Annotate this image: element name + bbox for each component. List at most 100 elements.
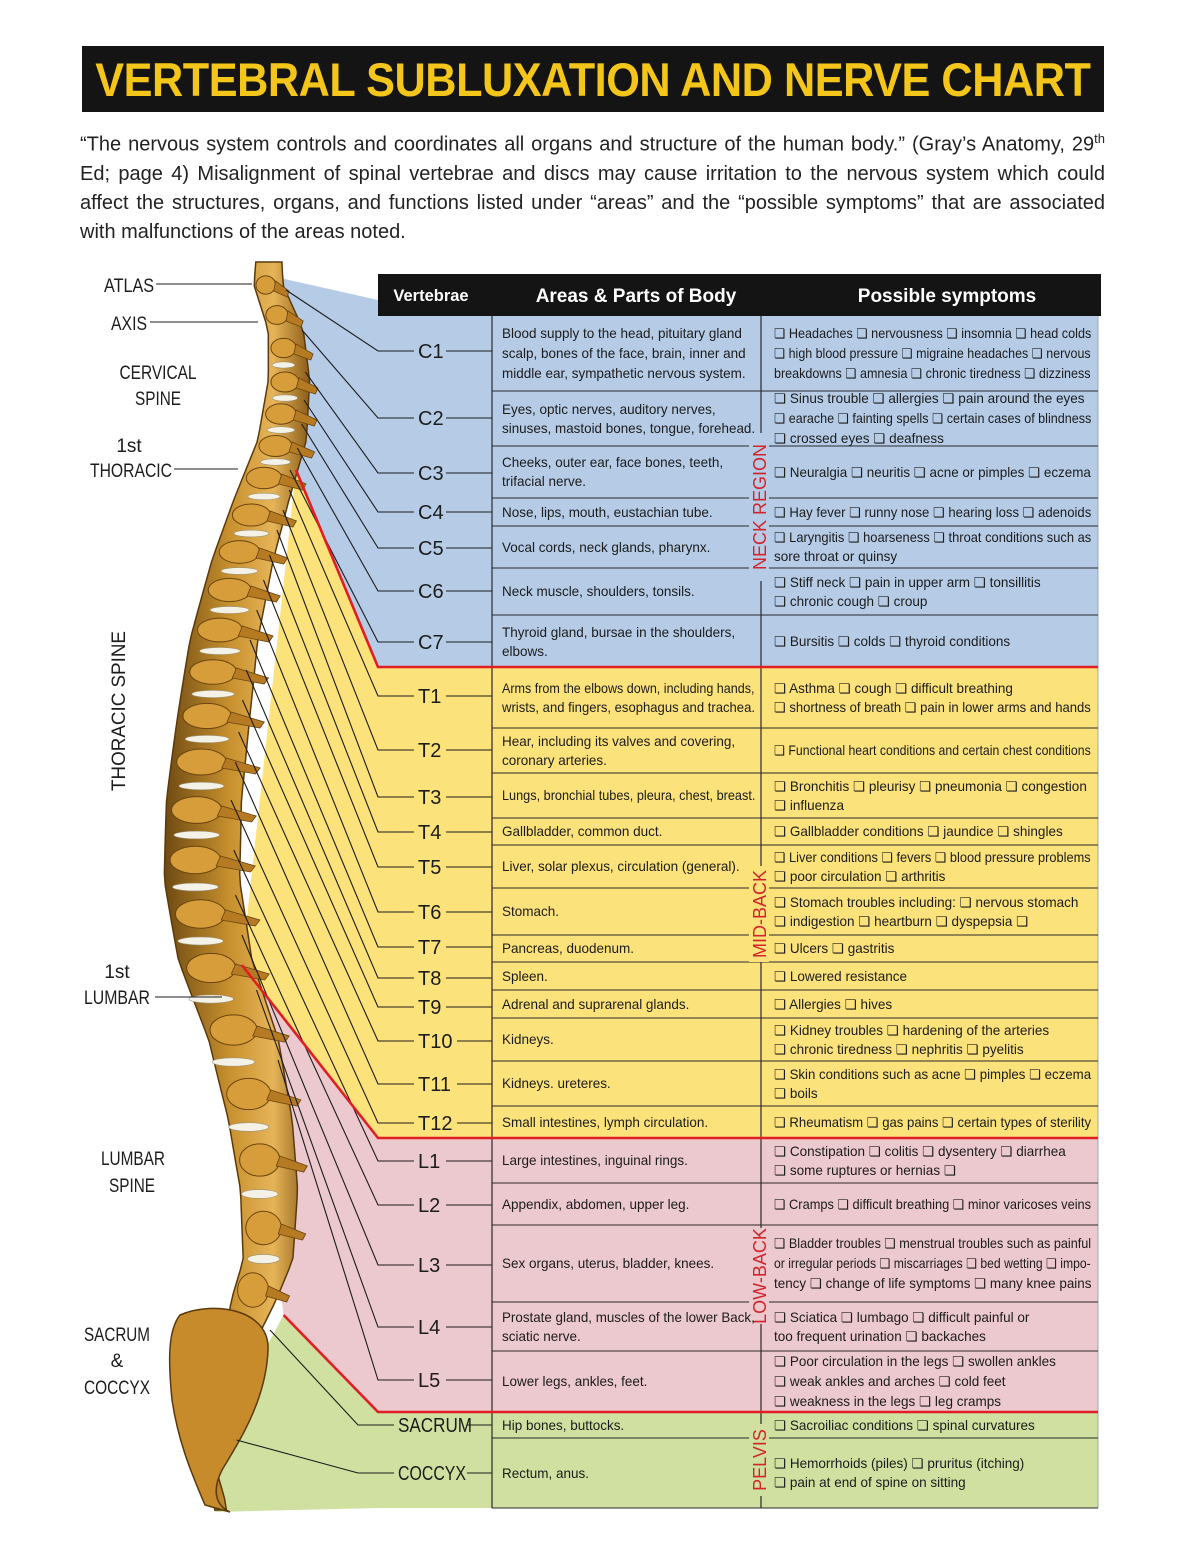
areas-cell-t3: Lungs, bronchial tubes, pleura, chest, b… [502,773,757,818]
symptom-line: ❏ Constipation ❏ colitis ❏ dysentery ❏ d… [774,1143,1066,1159]
leader-line [269,1329,394,1426]
symptom-line: ❏ chronic tiredness ❏ nephritis ❏ pyelit… [774,1041,1024,1057]
spinous-process [220,909,261,927]
area-line: middle ear, sympathetic nervous system. [502,365,746,381]
symptoms-cell-t2: ❏ Functional heart conditions and certai… [774,728,1093,773]
leader-line [301,329,414,419]
leader-line [234,894,414,1206]
symptom-line: ❏ Headaches ❏ nervousness ❏ insomnia ❏ h… [774,325,1092,341]
leader-line [249,639,414,948]
areas-cell-t6: Stomach. [502,888,757,935]
leader-line [236,1439,394,1474]
leader-line [241,699,414,1008]
area-line: Arms from the elbows down, including han… [502,681,755,696]
symptoms-cell-coccyx: ❏ Hemorrhoids (piles) ❏ pruritus (itchin… [774,1438,1093,1508]
vertebra-body [270,371,300,393]
area-line: Kidneys. [502,1032,554,1047]
area-line: Rectum, anus. [502,1465,589,1481]
symptom-line: tency ❏ change of life symptoms ❏ many k… [774,1275,1092,1291]
label-cervical-1: CERVICAL [120,363,197,384]
vertebra-label-l4: L4 [418,1317,440,1339]
sacrum-bone [168,1307,269,1513]
area-line: sinuses, mastoid bones, tongue, forehead… [502,420,756,436]
symptom-line: ❏ shortness of breath ❏ pain in lower ar… [774,700,1091,715]
label-sacrum: SACRUM [84,1325,150,1346]
vertebra-body [265,305,289,325]
vertebra-label-c2: C2 [418,408,444,430]
spinous-process [252,1025,290,1043]
leader-line [255,989,414,1328]
area-line: scalp, bones of the face, brain, inner a… [502,345,746,361]
spinous-process [293,343,314,361]
region-divider [282,1314,1098,1414]
symptoms-cell-c3: ❏ Neuralgia ❏ neuritis ❏ acne or pimples… [774,446,1093,498]
vertebra-body [171,796,223,824]
vertebra-label-l3: L3 [418,1255,440,1277]
symptom-line: ❏ Poor circulation in the legs ❏ swollen… [774,1353,1056,1369]
symptom-line: ❏ Bladder troubles ❏ menstrual troubles … [774,1235,1092,1251]
spinous-process [246,585,281,603]
vertebra-label-t7: T7 [418,937,441,959]
region-divider [240,964,1098,1140]
areas-cell-coccyx: Rectum, anus. [502,1438,757,1508]
symptom-line: ❏ Functional heart conditions and certai… [774,743,1091,758]
symptoms-cell-t11: ❏ Skin conditions such as acne ❏ pimples… [774,1061,1093,1106]
area-line: Stomach. [502,904,559,919]
symptom-line: ❏ high blood pressure ❏ migraine headach… [774,345,1091,361]
symptom-line: ❏ weak ankles and arches ❏ cold feet [774,1373,1006,1389]
symptom-line: ❏ Kidney troubles ❏ hardening of the art… [774,1022,1050,1038]
symptom-line: ❏ Liver conditions ❏ fevers ❏ blood pres… [774,849,1091,865]
intervertebral-disc [271,394,298,402]
title-bar: VERTEBRAL SUBLUXATION AND NERVE CHART [82,46,1104,112]
mid-back-region-bg [241,470,1098,1138]
area-line: Gallbladder, common duct. [502,824,663,839]
symptom-line: ❏ pain at end of spine on sitting [774,1475,966,1490]
vertebra-body [176,748,227,776]
symptom-line: ❏ poor circulation ❏ arthritis [774,868,946,884]
leader-line [288,489,414,697]
label-thoracic-spine: THORACIC SPINE [109,631,130,791]
leader-line [268,554,414,833]
symptom-line: ❏ Sciatica ❏ lumbago ❏ difficult painful… [774,1309,1030,1325]
spinous-process [288,441,316,459]
region-label-neck: NECK REGION [750,444,770,570]
leader-line [233,849,414,1162]
intervertebral-disc [173,830,220,840]
leader-line [262,579,414,868]
symptom-line: ❏ Allergies ❏ hives [774,996,893,1012]
spinous-process [265,1285,291,1303]
symptom-line: ❏ Asthma ❏ cough ❏ difficult breathing [774,681,1013,696]
symptom-line: ❏ crossed eyes ❏ deafness [774,430,944,446]
area-line: Thyroid gland, bursae in the shoulders, [502,624,736,640]
label-axis: AXIS [111,314,147,335]
symptom-line: sore throat or quinsy [774,549,898,564]
intervertebral-disc [266,426,296,434]
symptoms-cell-c5: ❏ Laryngitis ❏ hoarseness ❏ throat condi… [774,526,1093,568]
spinous-process [215,855,256,873]
area-line: Sex organs, uterus, bladder, knees. [502,1256,715,1271]
symptoms-cell-sacrum: ❏ Sacroiliac conditions ❏ spinal curvatu… [774,1412,1093,1438]
area-line: Lower legs, ankles, feet. [502,1374,648,1389]
intervertebral-disc [247,1254,281,1264]
symptom-line: ❏ Neuralgia ❏ neuritis ❏ acne or pimples… [774,464,1091,480]
intro-text-1: “The nervous system controls and coordin… [80,133,1095,156]
symptoms-cell-c4: ❏ Hay fever ❏ runny nose ❏ hearing loss … [774,498,1093,526]
header-areas: Areas & Parts of Body [536,286,737,307]
label-lumbar1-2: LUMBAR [84,988,150,1009]
label-cervical-2: SPINE [135,389,181,410]
area-line: Hear, including its valves and covering, [502,733,736,749]
areas-cell-t12: Small intestines, lymph circulation. [502,1106,757,1138]
vertebra-body [209,1014,258,1046]
area-line: Blood supply to the head, pituitary glan… [502,325,742,341]
region-label-low: LOW-BACK [750,1228,770,1324]
spinous-process [237,625,274,643]
symptoms-cell-t10: ❏ Kidney troubles ❏ hardening of the art… [774,1018,1093,1061]
area-line: Pancreas, duodenum. [502,941,634,956]
areas-cell-t7: Pancreas, duodenum. [502,935,757,962]
leader-line [241,934,414,1266]
symptom-line: ❏ Ulcers ❏ gastritis [774,941,895,956]
symptom-line: ❏ boils [774,1085,818,1101]
label-lumbar-spine-1: LUMBAR [101,1149,165,1170]
vertebra-label-t2: T2 [418,740,441,762]
symptom-line: breakdowns ❏ amnesia ❏ chronic tiredness… [774,365,1091,381]
